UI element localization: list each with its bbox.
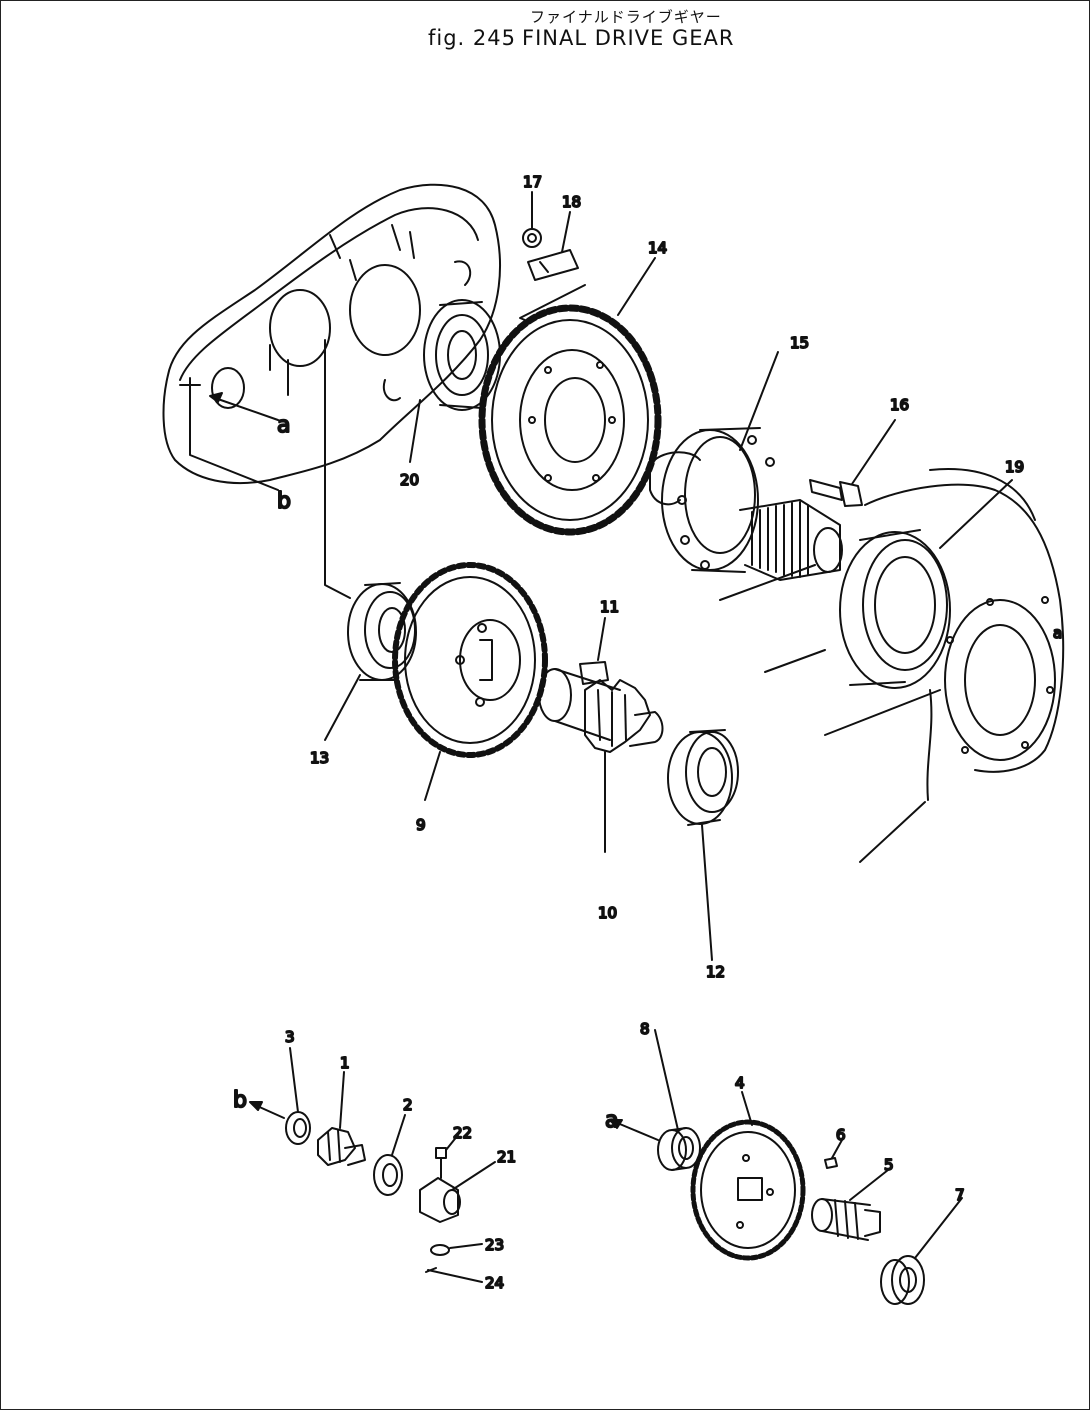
bearing-19 xyxy=(839,529,951,689)
nut-17 xyxy=(522,228,542,248)
figure-number: fig. 245 xyxy=(428,26,516,50)
bearing-20 xyxy=(423,299,501,411)
collar-21 xyxy=(419,1177,461,1223)
lock-plate-18 xyxy=(527,249,579,281)
leader-13-to-cover xyxy=(324,339,351,599)
leader-24 xyxy=(427,1269,483,1283)
ref-a-right: a xyxy=(1053,624,1062,642)
callout-16: 16 xyxy=(890,396,909,414)
leader-20 xyxy=(409,399,421,463)
leader-14 xyxy=(617,257,656,316)
ref-a-upper: a xyxy=(277,413,290,438)
washer-23 xyxy=(430,1244,450,1256)
gear-9 xyxy=(392,562,548,758)
leader-13 xyxy=(324,674,361,741)
leader-12 xyxy=(701,824,713,961)
gear-case-cover xyxy=(162,183,501,485)
leader-8 xyxy=(654,1029,679,1131)
leader-21 xyxy=(451,1161,496,1191)
leader-1 xyxy=(339,1071,345,1129)
callout-12: 12 xyxy=(706,963,725,981)
figure-name: FINAL DRIVE GEAR xyxy=(522,26,735,50)
callout-22: 22 xyxy=(453,1124,472,1142)
leader-22 xyxy=(445,1134,459,1151)
ref-b-lower: b xyxy=(233,1088,247,1113)
leader-5 xyxy=(849,1169,889,1201)
callout-14: 14 xyxy=(648,239,667,257)
callout-21: 21 xyxy=(497,1148,516,1166)
bolt-16 xyxy=(809,479,863,507)
leader-19 xyxy=(939,479,1013,549)
leader-4 xyxy=(741,1091,753,1126)
pinion-shaft-10 xyxy=(538,668,664,753)
title-japanese: ファイナルドライブギヤー xyxy=(530,8,722,26)
ref-a-lower: a xyxy=(605,1108,618,1133)
callout-20: 20 xyxy=(400,471,419,489)
callout-17: 17 xyxy=(523,173,542,191)
callout-10: 10 xyxy=(598,904,617,922)
final-drive-case xyxy=(824,468,1065,863)
leader-18 xyxy=(561,211,571,253)
hub-15 xyxy=(649,427,843,581)
leader-7 xyxy=(914,1197,963,1259)
callout-18: 18 xyxy=(562,193,581,211)
gear-4 xyxy=(690,1119,806,1261)
callout-7: 7 xyxy=(955,1186,965,1204)
bolt-22 xyxy=(435,1147,447,1179)
callout-15: 15 xyxy=(790,334,809,352)
callout-5: 5 xyxy=(884,1156,894,1174)
bearing-3 xyxy=(285,1111,311,1145)
pinion-5 xyxy=(811,1198,881,1241)
leader-15 xyxy=(739,351,779,451)
leader-3 xyxy=(289,1047,299,1113)
leader-6 xyxy=(831,1139,843,1159)
callout-23: 23 xyxy=(485,1236,504,1254)
arrow-a-upper xyxy=(209,392,223,403)
key-6 xyxy=(824,1157,838,1169)
leader-2 xyxy=(391,1114,406,1156)
final-gear-14 xyxy=(478,304,662,536)
callout-11: 11 xyxy=(600,598,619,616)
callout-8: 8 xyxy=(640,1020,650,1038)
leader-a-upper xyxy=(214,397,279,421)
callout-4: 4 xyxy=(735,1074,745,1092)
bearing-12 xyxy=(667,729,739,826)
ref-b-upper: b xyxy=(277,489,291,514)
leader-11 xyxy=(597,617,606,661)
callout-1: 1 xyxy=(340,1054,350,1072)
callout-9: 9 xyxy=(416,816,426,834)
callout-3: 3 xyxy=(285,1028,295,1046)
bearing-13 xyxy=(347,582,417,681)
callout-2: 2 xyxy=(403,1096,413,1114)
bearing-8 xyxy=(657,1127,701,1171)
leader-a-lower xyxy=(614,1121,659,1141)
leader-9 xyxy=(424,751,441,801)
pinion-1 xyxy=(317,1127,366,1166)
callout-24: 24 xyxy=(485,1274,504,1292)
leader-b-upper xyxy=(189,377,279,491)
bearing-2 xyxy=(373,1154,403,1196)
callout-6: 6 xyxy=(836,1126,846,1144)
leader-16 xyxy=(851,419,896,485)
callout-13: 13 xyxy=(310,749,329,767)
leader-23 xyxy=(449,1243,483,1249)
bearing-7 xyxy=(880,1255,925,1305)
callout-19: 19 xyxy=(1005,458,1024,476)
leader-18-to-gear xyxy=(519,284,586,323)
